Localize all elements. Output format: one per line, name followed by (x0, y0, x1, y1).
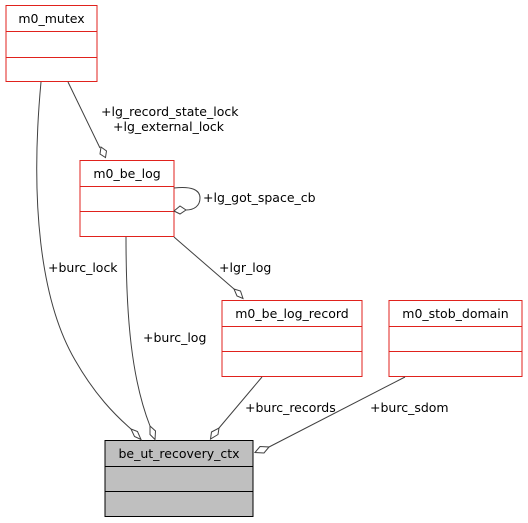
edge-label: +lg_external_lock (113, 119, 225, 134)
edge-line (36, 81, 132, 430)
class-box (5, 5, 98, 82)
edge-label: +burc_records (245, 400, 336, 415)
aggregation-diamond (130, 428, 142, 441)
class-name: m0_mutex (18, 11, 84, 26)
class-m0-be-log-record[interactable]: m0_be_log_record (221, 300, 363, 377)
class-name: be_ut_recovery_ctx (118, 446, 239, 461)
edge-label: +burc_lock (48, 260, 118, 275)
edge-line (173, 236, 235, 290)
class-box (221, 300, 363, 377)
class-m0-stob-domain[interactable]: m0_stob_domain (388, 300, 523, 377)
edge-label: +lg_record_state_lock (101, 104, 239, 119)
aggregation-diamond (173, 205, 187, 215)
class-name: m0_be_log_record (235, 306, 349, 321)
class-name: m0_stob_domain (402, 306, 508, 321)
edge-lgr-log: +lgr_log (173, 236, 271, 300)
edge-line (173, 187, 201, 211)
edge-line (268, 376, 406, 448)
edge-line (218, 376, 263, 429)
edge-burc-log: +burc_log (125, 236, 206, 441)
aggregation-diamond (233, 288, 244, 300)
edge-lg-got-space-cb: +lg_got_space_cb (173, 187, 316, 215)
class-name: m0_be_log (93, 166, 160, 181)
edge-burc-records: +burc_records (209, 376, 336, 440)
edge-label: +burc_sdom (370, 400, 449, 415)
edge-label: +lg_got_space_cb (203, 190, 316, 205)
aggregation-diamond (209, 427, 220, 440)
class-m0-mutex[interactable]: m0_mutex (5, 5, 98, 82)
class-box (104, 440, 254, 517)
edge-burc-sdom: +burc_sdom (253, 376, 449, 454)
edge-burc-lock: +burc_lock (36, 81, 142, 441)
edge-line (125, 236, 151, 427)
edge-line (67, 81, 101, 149)
edge-label: +burc_log (143, 330, 206, 345)
class-box (79, 160, 175, 237)
class-be-ut-recovery-ctx[interactable]: be_ut_recovery_ctx (104, 440, 254, 517)
aggregation-diamond (253, 445, 271, 454)
aggregation-diamond (99, 146, 108, 159)
aggregation-diamond (149, 424, 157, 441)
class-box (388, 300, 523, 377)
class-m0-be-log[interactable]: m0_be_log (79, 160, 175, 237)
edge-lg-locks: +lg_record_state_lock +lg_external_lock (67, 81, 239, 159)
edge-label: +lgr_log (219, 260, 271, 275)
